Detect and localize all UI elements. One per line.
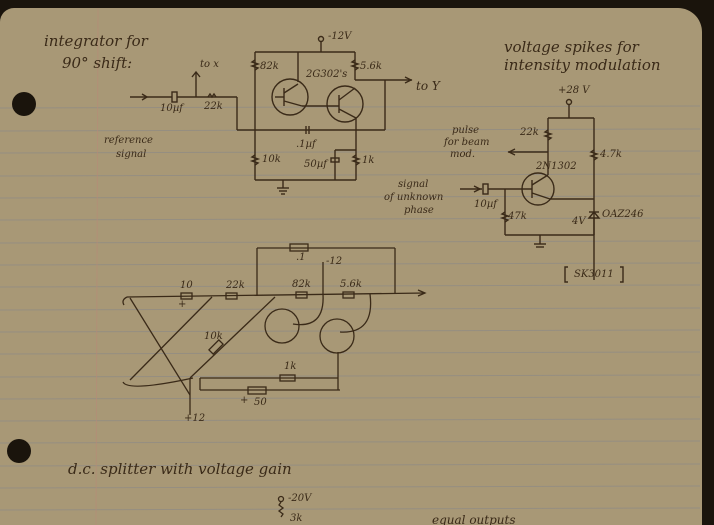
spikes-title-line1: voltage spikes for (504, 38, 639, 56)
spikes-title-line2: intensity modulation (504, 56, 661, 74)
label-supply-neg12: -12V (328, 31, 352, 42)
label-mod: mod. (450, 149, 476, 160)
splitter-circuit (277, 495, 285, 518)
label-reference: reference (104, 135, 153, 146)
label-r-22k: 22k (520, 127, 539, 138)
label-r-1k: 1k (362, 155, 375, 166)
label-sk3011: SK3011 (574, 269, 614, 280)
layout-sketch (122, 243, 427, 415)
label-r-82k: 82k (260, 61, 279, 72)
label-cap-plus: + (240, 395, 249, 406)
label-transistors: 2G302's (306, 69, 348, 80)
label-r-1k: 1k (284, 361, 297, 372)
integrator-title-line1: integrator for (44, 32, 148, 50)
label-neg12: -12 (326, 256, 343, 267)
integrator-title-line2: 90° shift: (62, 54, 133, 72)
punch-hole (7, 439, 31, 463)
notebook-paper (0, 8, 702, 525)
punch-hole (12, 92, 36, 116)
margin-line (95, 7, 99, 525)
label-cap-0-1uf: .1µf (296, 139, 316, 150)
label-signal: signal (116, 149, 147, 160)
label-cap-0-1: .1 (296, 252, 306, 263)
label-neg20v: -20V (288, 493, 312, 504)
label-plus: + (178, 299, 187, 310)
ruled-lines (0, 105, 701, 511)
label-to-x: to x (200, 59, 219, 70)
label-r-47k: 47k (508, 211, 527, 222)
label-r-22k: 22k (226, 280, 245, 291)
integrator-circuit (130, 35, 413, 195)
label-of-unknown: of unknown (384, 192, 444, 203)
trailing-text: equal outputs (432, 513, 516, 525)
label-oaz246: OAZ246 (602, 209, 644, 220)
label-r-22k: 22k (204, 101, 223, 112)
label-r-82k: 82k (292, 279, 311, 290)
label-pos12: +12 (184, 413, 206, 424)
label-phase: phase (404, 205, 434, 216)
splitter-title: d.c. splitter with voltage gain (68, 460, 292, 478)
label-r-5-6k: 5.6k (340, 279, 362, 290)
label-r-5-6k: 5.6k (360, 61, 382, 72)
label-cap-10uf: 10µf (474, 199, 497, 210)
label-pulse: pulse (452, 125, 480, 136)
label-2n1302: 2N1302 (536, 161, 577, 172)
label-cap-50uf: 50µf (304, 159, 327, 170)
label-to-y: to Y (416, 79, 440, 93)
label-for-beam: for beam (444, 137, 490, 148)
label-r-10k: 10k (204, 331, 223, 342)
label-4v: 4V (572, 216, 586, 227)
label-cap-10uf: 10µf (160, 103, 183, 114)
label-supply-28v: +28 V (558, 85, 590, 96)
label-3k: 3k (290, 513, 303, 524)
label-cap-50: 50 (254, 397, 267, 408)
label-r-10k: 10k (262, 154, 281, 165)
label-signal: signal (398, 179, 429, 190)
label-r-4-7k: 4.7k (600, 149, 622, 160)
label-r-10: 10 (180, 280, 193, 291)
spikes-circuit (460, 98, 624, 283)
